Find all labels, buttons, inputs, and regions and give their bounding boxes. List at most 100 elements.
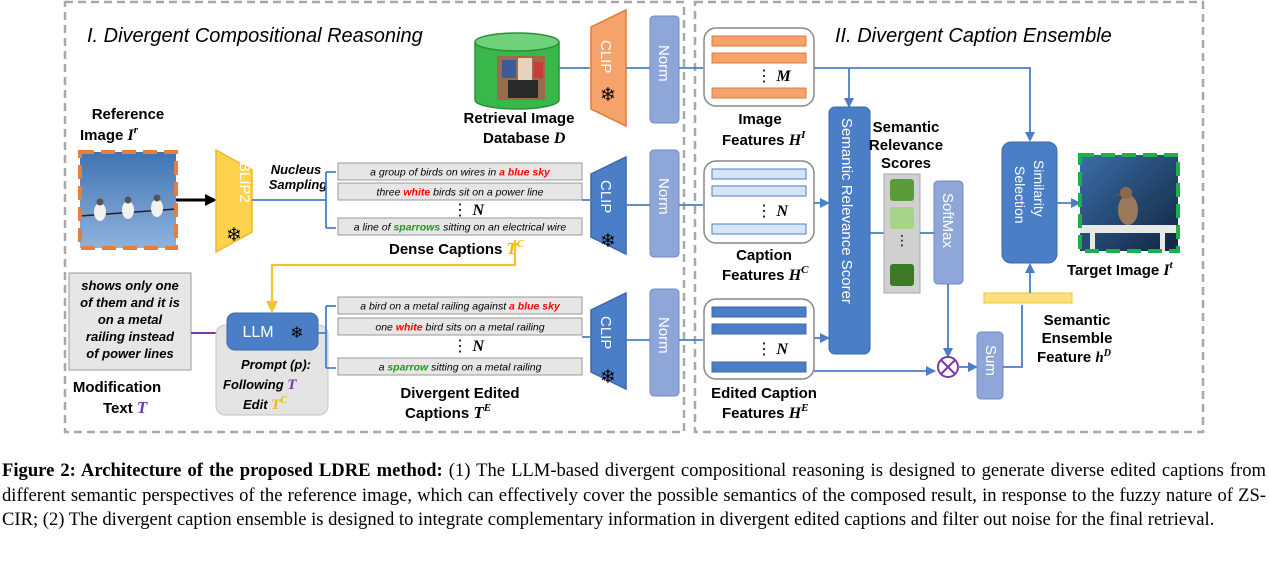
svg-text:Similarity: Similarity bbox=[1031, 160, 1047, 217]
image-features-label: Image bbox=[738, 111, 781, 128]
svg-text:CLIP: CLIP bbox=[597, 40, 614, 73]
svg-text:Norm: Norm bbox=[655, 45, 672, 82]
svg-text:CLIP: CLIP bbox=[597, 316, 614, 349]
similarity-selection-block: Similarity Selection bbox=[1001, 141, 1058, 264]
modification-text-line: railing instead bbox=[86, 329, 175, 344]
relevance-scores-label: Scores bbox=[881, 155, 931, 172]
image-features-box: ⋮ M bbox=[703, 27, 815, 107]
clip-text-encoder-edited: CLIP ❄ bbox=[590, 291, 627, 391]
arrow-dense-captions-to-llm bbox=[266, 240, 517, 313]
modification-text-box bbox=[68, 272, 192, 371]
softmax-block: SoftMax bbox=[933, 180, 964, 285]
prompt-label: Prompt (p): bbox=[241, 357, 311, 372]
prompt-following: Following T bbox=[223, 377, 297, 393]
retrieval-database-icon bbox=[474, 32, 560, 110]
dense-captions-list: a group of birds on wires in a blue sky … bbox=[337, 162, 583, 236]
arrow-sum-to-ensemble bbox=[1003, 305, 1023, 368]
caption-features-label: Caption bbox=[736, 247, 792, 264]
dense-caption-box bbox=[337, 217, 583, 236]
edited-caption-text: one white bird sits on a metal railing bbox=[375, 322, 544, 334]
svg-text:CLIP: CLIP bbox=[597, 180, 614, 213]
arrow-image-features-to-scorer bbox=[814, 67, 854, 108]
retrieval-database-label: Retrieval Image bbox=[464, 110, 575, 127]
ensemble-feature-label: Ensemble bbox=[1042, 330, 1113, 347]
figure-caption-label: Figure 2: bbox=[2, 460, 76, 481]
dense-caption-box bbox=[337, 182, 583, 201]
relevance-scores-label: Semantic bbox=[873, 119, 940, 136]
dense-caption-text: a group of birds on wires in a blue sky bbox=[370, 167, 551, 179]
arrow-blip-to-captions bbox=[252, 171, 336, 229]
n-symbol: ⋮ N bbox=[756, 341, 789, 358]
blip2-block: BLIP2 ❄ bbox=[215, 148, 253, 254]
caption-features-label-line2: Features HC bbox=[722, 264, 809, 284]
caption-features-box: ⋮ N bbox=[703, 160, 815, 244]
svg-text:⋮: ⋮ bbox=[895, 233, 909, 249]
edited-features-label-line2: Features HE bbox=[722, 402, 809, 422]
reference-image-label-line2: Image Ir bbox=[80, 124, 139, 144]
section-left-frame bbox=[63, 0, 686, 434]
norm-block-dense: Norm bbox=[649, 149, 680, 258]
edited-caption-box bbox=[337, 296, 583, 315]
svg-text:Norm: Norm bbox=[655, 178, 672, 215]
ensemble-feature-bar bbox=[983, 292, 1073, 304]
frozen-icon: ❄ bbox=[290, 323, 303, 342]
svg-text:LLM: LLM bbox=[242, 324, 273, 341]
modification-text-label-line2: Text T bbox=[103, 398, 148, 417]
sum-block: Sum bbox=[976, 331, 1004, 400]
n-symbol: ⋮ N bbox=[452, 202, 485, 219]
norm-block-edited: Norm bbox=[649, 288, 680, 397]
reference-image bbox=[78, 150, 178, 250]
svg-text:Sum: Sum bbox=[982, 345, 999, 376]
relevance-scores-column: ⋮ bbox=[883, 173, 921, 294]
m-symbol: ⋮ M bbox=[756, 68, 791, 85]
svg-text:Selection: Selection bbox=[1012, 166, 1028, 224]
target-image bbox=[1078, 153, 1180, 253]
frozen-icon: ❄ bbox=[226, 224, 242, 246]
prompt-edit: Edit TC bbox=[243, 395, 287, 413]
edited-captions-label-line2: Captions TE bbox=[405, 402, 491, 422]
clip-text-encoder-dense: CLIP ❄ bbox=[590, 155, 627, 256]
frozen-icon: ❄ bbox=[600, 230, 616, 252]
section-right-frame bbox=[693, 0, 1205, 434]
arrow-image-features-to-similarity bbox=[849, 67, 1035, 142]
edited-features-box: ⋮ N bbox=[703, 298, 815, 380]
edited-captions-list: a bird on a metal railing against a blue… bbox=[337, 296, 583, 376]
figure-caption-body: (1) The LLM-based divergent compositiona… bbox=[2, 460, 1267, 531]
ensemble-feature-label: Semantic bbox=[1044, 312, 1111, 329]
figure-caption-title: Architecture of the proposed LDRE method… bbox=[75, 460, 443, 481]
semantic-relevance-scorer: Semantic Relevance Scorer bbox=[828, 106, 871, 355]
multiply-icon bbox=[937, 356, 959, 378]
retrieval-database-label-line2: Database D bbox=[483, 130, 566, 147]
modification-text-label: Modification bbox=[73, 379, 161, 396]
reference-image-label: Reference bbox=[92, 106, 165, 123]
llm-block: LLM ❄ bbox=[226, 312, 319, 351]
nucleus-sampling-label: Nucleus bbox=[271, 162, 322, 177]
relevance-scores-label: Relevance bbox=[869, 137, 943, 154]
dense-caption-box bbox=[337, 162, 583, 181]
dense-caption-text: a line of sparrows sitting on an electri… bbox=[354, 222, 567, 234]
nucleus-sampling-label-line2: Sampling bbox=[269, 177, 328, 192]
svg-text:Norm: Norm bbox=[655, 317, 672, 354]
target-image-label: Target Image It bbox=[1067, 259, 1174, 279]
edited-caption-box bbox=[337, 317, 583, 336]
modification-text-line: on a metal bbox=[98, 312, 163, 327]
frozen-icon: ❄ bbox=[600, 84, 616, 106]
ldre-architecture-diagram: I. Divergent Compositional Reasoning II.… bbox=[63, 0, 1205, 434]
modification-text-line: of power lines bbox=[86, 346, 173, 361]
frozen-icon: ❄ bbox=[600, 366, 616, 388]
modification-text-line: shows only one bbox=[81, 278, 179, 293]
section-left-title: I. Divergent Compositional Reasoning bbox=[87, 25, 423, 47]
ensemble-feature-label-line3: Feature hD bbox=[1037, 348, 1111, 366]
figure-caption: Figure 2: Architecture of the proposed L… bbox=[2, 459, 1266, 533]
dense-caption-text: three white birds sit on a power line bbox=[377, 187, 544, 199]
edited-caption-text: a sparrow sitting on a metal railing bbox=[379, 362, 542, 374]
edited-caption-box bbox=[337, 357, 583, 376]
n-symbol: ⋮ N bbox=[452, 338, 485, 355]
edited-caption-text: a bird on a metal railing against a blue… bbox=[360, 301, 561, 313]
section-right-title: II. Divergent Caption Ensemble bbox=[835, 25, 1112, 47]
svg-text:BLIP2: BLIP2 bbox=[236, 162, 253, 203]
dense-captions-label: Dense Captions TC bbox=[389, 238, 525, 258]
svg-text:Semantic Relevance Scorer: Semantic Relevance Scorer bbox=[838, 118, 855, 304]
edited-captions-label: Divergent Edited bbox=[400, 385, 519, 402]
svg-text:SoftMax: SoftMax bbox=[939, 193, 956, 249]
